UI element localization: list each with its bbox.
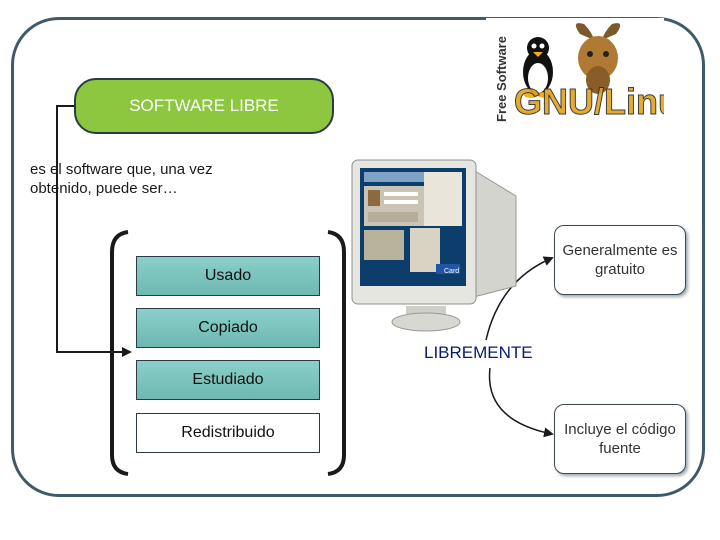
monitor-screen-label: Card (444, 268, 459, 275)
note-gratuito: Generalmente es gratuito (554, 225, 686, 295)
intro-text: es el software que, una vez obtenido, pu… (30, 161, 213, 197)
action-box-usado: Usado (136, 256, 320, 296)
title-to-list-connector (56, 105, 132, 357)
arrow-to-gratuito (485, 256, 554, 341)
arrow-to-codigo-fuente (488, 367, 554, 438)
libremente-label: LIBREMENTE (424, 343, 533, 362)
left-bracket (110, 230, 129, 476)
crt-monitor-icon: Card (351, 159, 517, 332)
note-codigo-fuente: Incluye el código fuente (554, 404, 686, 474)
right-bracket (327, 230, 346, 476)
title-box: SOFTWARE LIBRE (74, 78, 334, 134)
logo-side-text: Free Software (494, 36, 509, 122)
gnu-linux-logo: Free Software GNU/Linux (486, 18, 664, 130)
gnu-head-icon (575, 23, 621, 94)
action-box-estudiado: Estudiado (136, 360, 320, 400)
action-box-copiado: Copiado (136, 308, 320, 348)
logo-main-text: GNU/Linux (514, 81, 664, 122)
tux-penguin-icon (523, 37, 553, 98)
slide-frame (11, 17, 705, 497)
action-box-redistribuido: Redistribuido (136, 413, 320, 453)
